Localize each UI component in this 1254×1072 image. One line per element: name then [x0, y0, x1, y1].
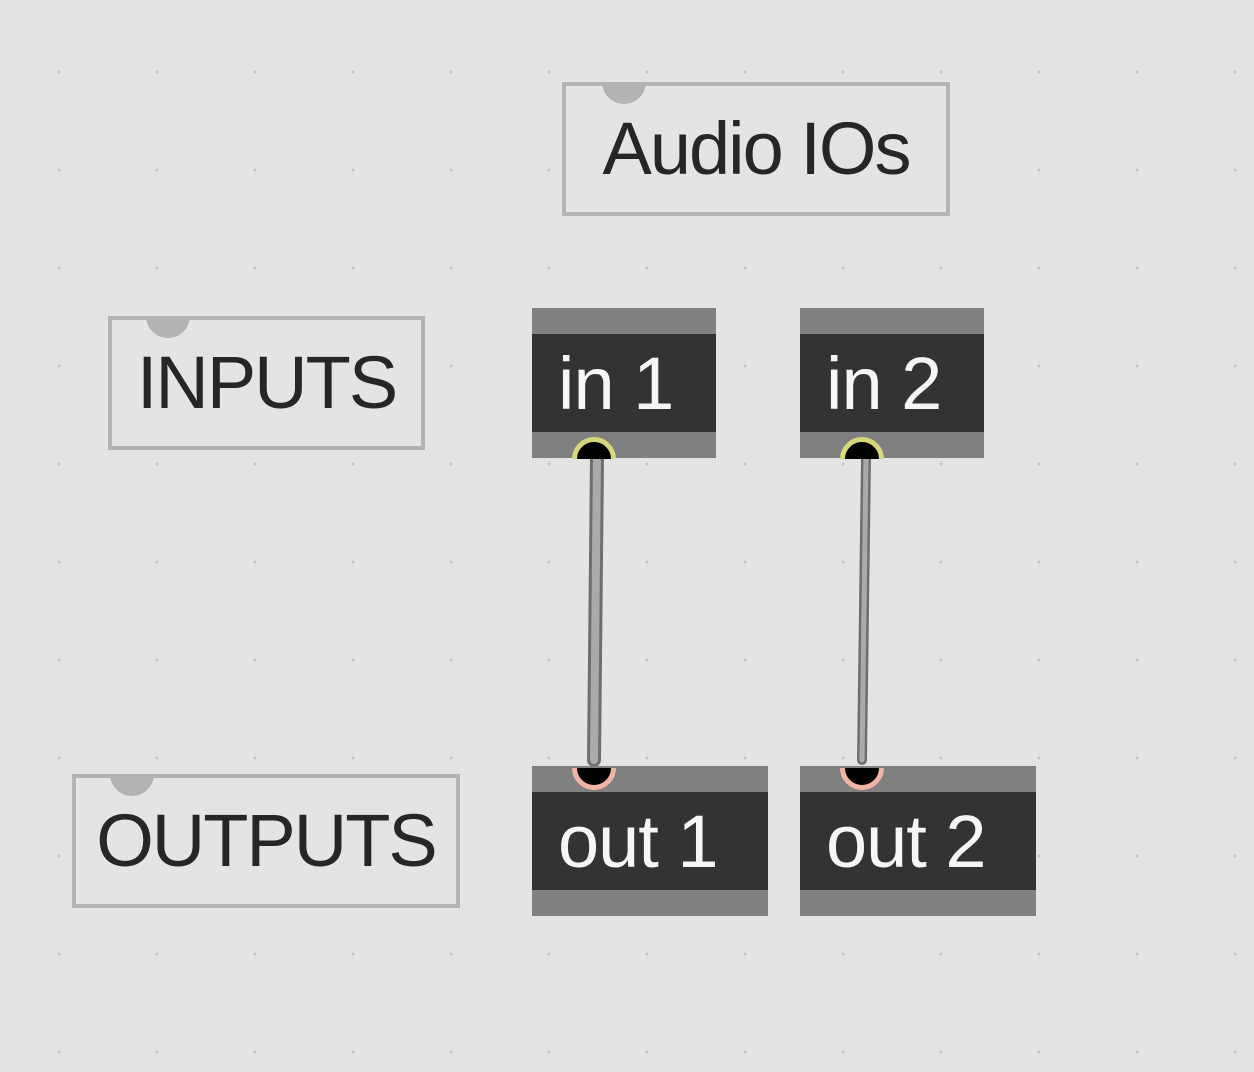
patch-cord-1-core — [590, 454, 601, 764]
object-out-2[interactable]: out 2 — [800, 766, 1036, 916]
object-label: in 1 — [558, 341, 674, 425]
object-in-2[interactable]: in 2 — [800, 308, 984, 458]
comment-text: Audio IOs — [602, 107, 912, 190]
object-out-1[interactable]: out 1 — [532, 766, 768, 916]
object-label: out 1 — [558, 799, 719, 883]
comment-text: INPUTS — [136, 341, 398, 424]
comment-inlet-icon — [146, 316, 190, 338]
object-in-1[interactable]: in 1 — [532, 308, 716, 458]
outlet-icon[interactable] — [572, 437, 616, 459]
object-label: out 2 — [826, 799, 987, 883]
object-label: in 2 — [826, 341, 942, 425]
comment-outputs[interactable]: OUTPUTS — [72, 774, 460, 908]
comment-inlet-icon — [110, 774, 154, 796]
comment-inputs[interactable]: INPUTS — [108, 316, 425, 450]
comment-audio-ios[interactable]: Audio IOs — [562, 82, 950, 216]
outlet-icon[interactable] — [840, 437, 884, 459]
comment-text: OUTPUTS — [96, 799, 438, 882]
comment-inlet-icon — [602, 82, 646, 104]
patch-cord-2-core — [859, 455, 869, 763]
